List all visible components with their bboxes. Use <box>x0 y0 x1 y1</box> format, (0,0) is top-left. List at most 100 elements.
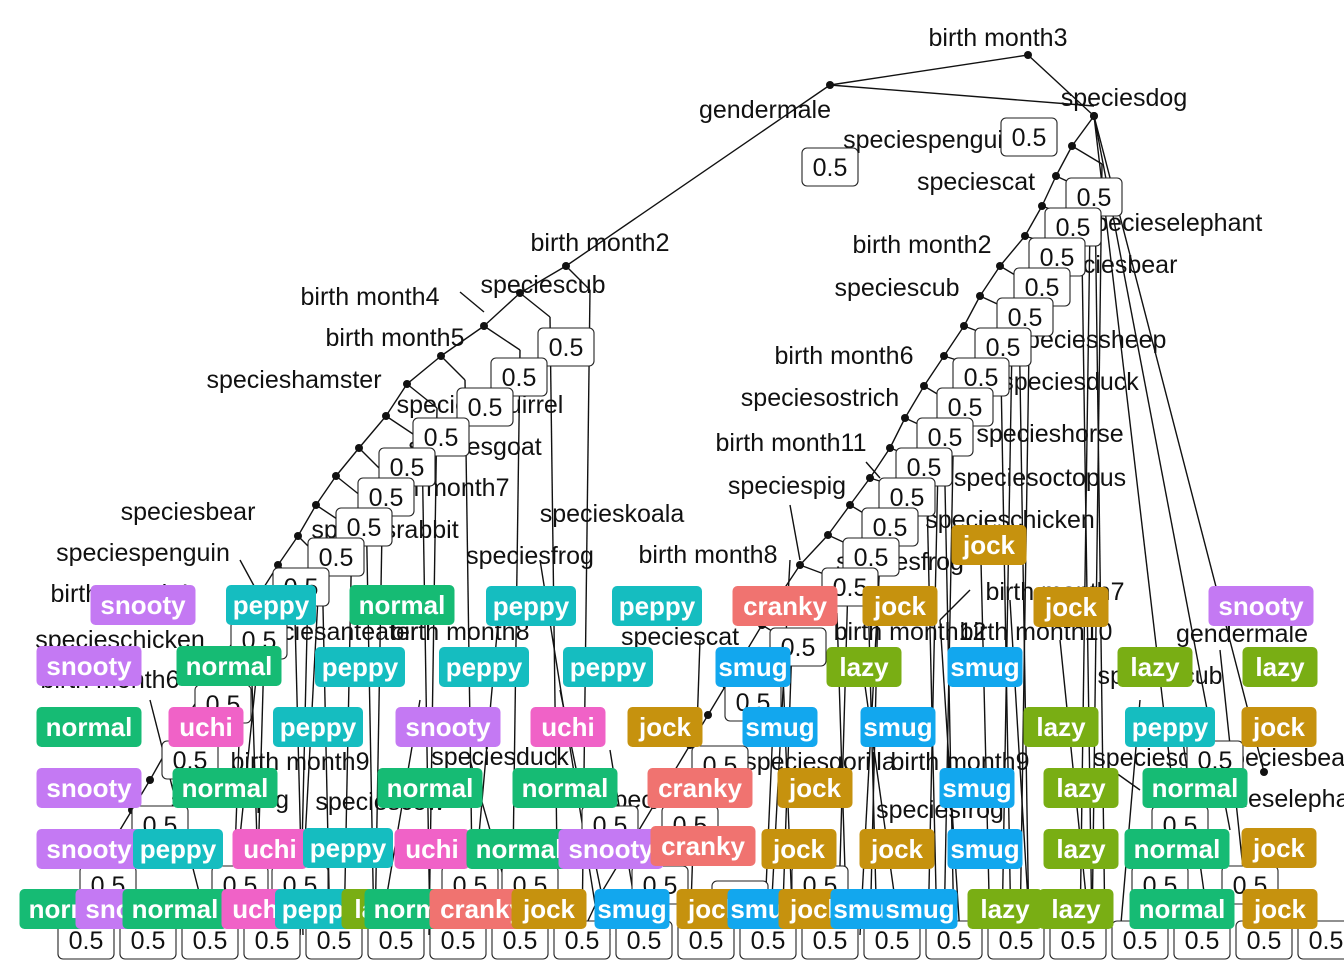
tree-edge <box>869 447 891 479</box>
leaf-label-uchi: uchi <box>232 829 308 869</box>
svg-text:0.5: 0.5 <box>986 334 1021 362</box>
tree-edge <box>849 477 871 506</box>
split-label: speciesdog <box>1061 84 1187 112</box>
tree-edge <box>406 355 442 385</box>
svg-text:0.5: 0.5 <box>948 394 983 422</box>
svg-text:uchi: uchi <box>243 834 296 864</box>
svg-text:lazy: lazy <box>1255 652 1305 682</box>
leaf-label-lazy: lazy <box>1117 647 1193 687</box>
svg-text:jock: jock <box>1252 833 1306 863</box>
svg-text:0.5: 0.5 <box>69 927 104 955</box>
split-label: speciespenguin <box>56 539 230 567</box>
tree-node <box>1260 768 1268 776</box>
svg-text:peppy: peppy <box>570 652 647 682</box>
leaf-label-normal: normal <box>512 768 618 808</box>
probability-label: 0.5 <box>1065 177 1123 217</box>
tree-edge <box>1094 193 1106 936</box>
tree-node <box>1024 51 1032 59</box>
probability-label: 0.5 <box>367 920 425 960</box>
svg-text:0.5: 0.5 <box>1012 124 1047 152</box>
tree-node <box>920 382 928 390</box>
tree-edge <box>335 447 360 477</box>
leaf-label-peppy: peppy <box>1125 707 1215 747</box>
leaf-label-snooty: snooty <box>1208 586 1314 626</box>
probability-label: 0.5 <box>1013 267 1071 307</box>
probability-label: 0.5 <box>57 920 115 960</box>
leaf-label-lazy: lazy <box>1023 707 1099 747</box>
svg-text:lazy: lazy <box>1056 834 1106 864</box>
svg-text:peppy: peppy <box>310 833 387 863</box>
split-label: speciesbear <box>121 498 256 526</box>
svg-text:cranky: cranky <box>440 894 524 924</box>
probability-label: 0.5 <box>996 297 1054 337</box>
tree-edge <box>1055 145 1073 177</box>
probability-label: 0.5 <box>1173 920 1231 960</box>
split-label: speciespig <box>728 472 846 500</box>
tree-node <box>437 352 445 360</box>
tree-edge <box>1079 223 1091 936</box>
leaf-label-jock: jock <box>1241 828 1317 868</box>
probability-label: 0.5 <box>952 357 1010 397</box>
probability-label: 0.5 <box>895 447 953 487</box>
svg-text:0.5: 0.5 <box>1123 927 1158 955</box>
svg-text:0.5: 0.5 <box>907 454 942 482</box>
svg-text:snooty: snooty <box>405 712 491 742</box>
svg-text:peppy: peppy <box>140 834 217 864</box>
svg-text:0.5: 0.5 <box>875 927 910 955</box>
svg-text:snooty: snooty <box>100 590 186 620</box>
probability-label: 0.5 <box>537 327 595 367</box>
split-label: birth month2 <box>531 229 670 257</box>
split-label: speciespenguin <box>843 126 1017 154</box>
leaf-label-cranky: cranky <box>429 889 535 929</box>
svg-text:0.5: 0.5 <box>751 927 786 955</box>
leaf-label-smug: smug <box>882 889 958 929</box>
probability-label: 0.5 <box>801 920 859 960</box>
svg-text:0.5: 0.5 <box>1077 184 1112 212</box>
leaf-label-lazy: lazy <box>1043 768 1119 808</box>
svg-text:normal: normal <box>1152 773 1239 803</box>
leaf-label-normal: normal <box>172 768 278 808</box>
svg-text:0.5: 0.5 <box>890 484 925 512</box>
tree-edge <box>315 475 337 506</box>
tree-edge <box>859 649 901 936</box>
tree-node <box>516 289 524 297</box>
svg-text:lazy: lazy <box>1056 773 1106 803</box>
split-label: birth month3 <box>929 24 1068 52</box>
svg-text:0.5: 0.5 <box>964 364 999 392</box>
svg-text:0.5: 0.5 <box>193 927 228 955</box>
tree-node <box>866 474 874 482</box>
leaf-label-uchi: uchi <box>530 707 606 747</box>
probability-label: 0.5 <box>553 920 611 960</box>
leaf-label-normal: normal <box>349 585 455 625</box>
leaf-label-cranky: cranky <box>650 826 756 866</box>
svg-text:lazy: lazy <box>839 652 889 682</box>
svg-text:jock: jock <box>873 591 927 621</box>
svg-text:0.5: 0.5 <box>369 484 404 512</box>
svg-text:0.5: 0.5 <box>833 574 868 602</box>
svg-text:0.5: 0.5 <box>379 927 414 955</box>
probability-label: 0.5 <box>739 920 797 960</box>
tree-node <box>996 262 1004 270</box>
leaf-label-lazy: lazy <box>1038 889 1114 929</box>
tree-edge <box>1041 175 1057 207</box>
tree-node <box>796 561 804 569</box>
svg-text:0.5: 0.5 <box>1025 274 1060 302</box>
tree-edge <box>789 504 801 561</box>
tree-node <box>704 711 712 719</box>
probability-label: 0.5 <box>1235 920 1293 960</box>
split-label: specieskoala <box>540 500 685 528</box>
probability-label: 0.5 <box>1000 117 1058 157</box>
svg-text:snooty: snooty <box>46 834 132 864</box>
probability-label: 0.5 <box>335 507 393 547</box>
leaf-label-jock: jock <box>511 889 587 929</box>
svg-text:jock: jock <box>522 894 576 924</box>
tree-node <box>826 81 834 89</box>
split-label: speciesostrich <box>741 384 899 412</box>
leaf-label-lazy: lazy <box>967 889 1043 929</box>
svg-text:smug: smug <box>745 712 814 742</box>
leaf-label-jock: jock <box>761 829 837 869</box>
svg-text:normal: normal <box>387 773 474 803</box>
tree-edge <box>707 684 727 716</box>
probability-label: 0.5 <box>357 477 415 517</box>
svg-text:peppy: peppy <box>493 591 570 621</box>
